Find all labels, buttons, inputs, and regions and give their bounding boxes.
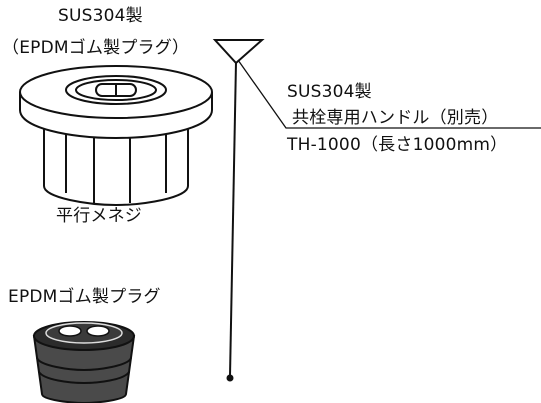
handle-illustration — [212, 39, 265, 382]
handle-material-label: SUS304製 — [287, 82, 372, 102]
fitting-material-label: SUS304製 — [58, 6, 143, 26]
fitting-illustration — [19, 65, 213, 207]
handle-leader-line — [237, 59, 541, 129]
handle-name-label: 共栓専用ハンドル（別売） — [292, 108, 499, 128]
epdm-plug-label: EPDMゴム製プラグ — [8, 287, 161, 307]
fitting-thread-label: 平行メネジ — [56, 206, 142, 226]
epdm-plug-illustration — [32, 321, 136, 403]
fitting-plug-label: （EPDMゴム製プラグ） — [2, 38, 190, 58]
handle-model-label: TH-1000（長さ1000mm） — [287, 135, 508, 155]
